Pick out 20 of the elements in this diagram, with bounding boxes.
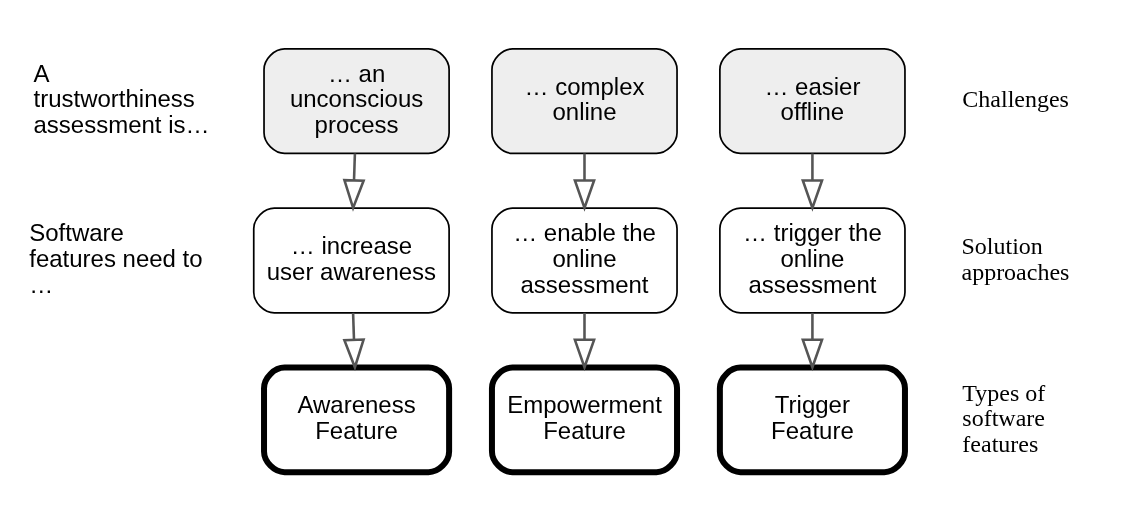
node-box: … complex online <box>491 48 678 155</box>
node-box: Awareness Feature <box>261 364 453 476</box>
arrow <box>573 312 596 372</box>
node-box: … enable the online assessment <box>491 207 678 314</box>
node-box: Empowerment Feature <box>488 364 681 476</box>
label: Challenges <box>962 86 1069 113</box>
node-box: … increase user awareness <box>252 207 450 314</box>
arrow <box>573 153 596 212</box>
node-box: … trigger the online assessment <box>719 207 906 314</box>
arrow <box>801 153 824 212</box>
node-box: … easier offline <box>719 48 906 155</box>
arrow <box>801 312 824 372</box>
label: Solution approaches <box>961 232 1070 285</box>
label: A trustworthiness assessment is… <box>33 59 210 139</box>
node-box: … an unconscious process <box>263 48 450 155</box>
label: Types of software features <box>962 379 1046 457</box>
arrow <box>342 312 366 372</box>
node-box: Trigger Feature <box>716 364 908 476</box>
label: Software features need to … <box>29 219 203 298</box>
arrow <box>342 153 366 212</box>
